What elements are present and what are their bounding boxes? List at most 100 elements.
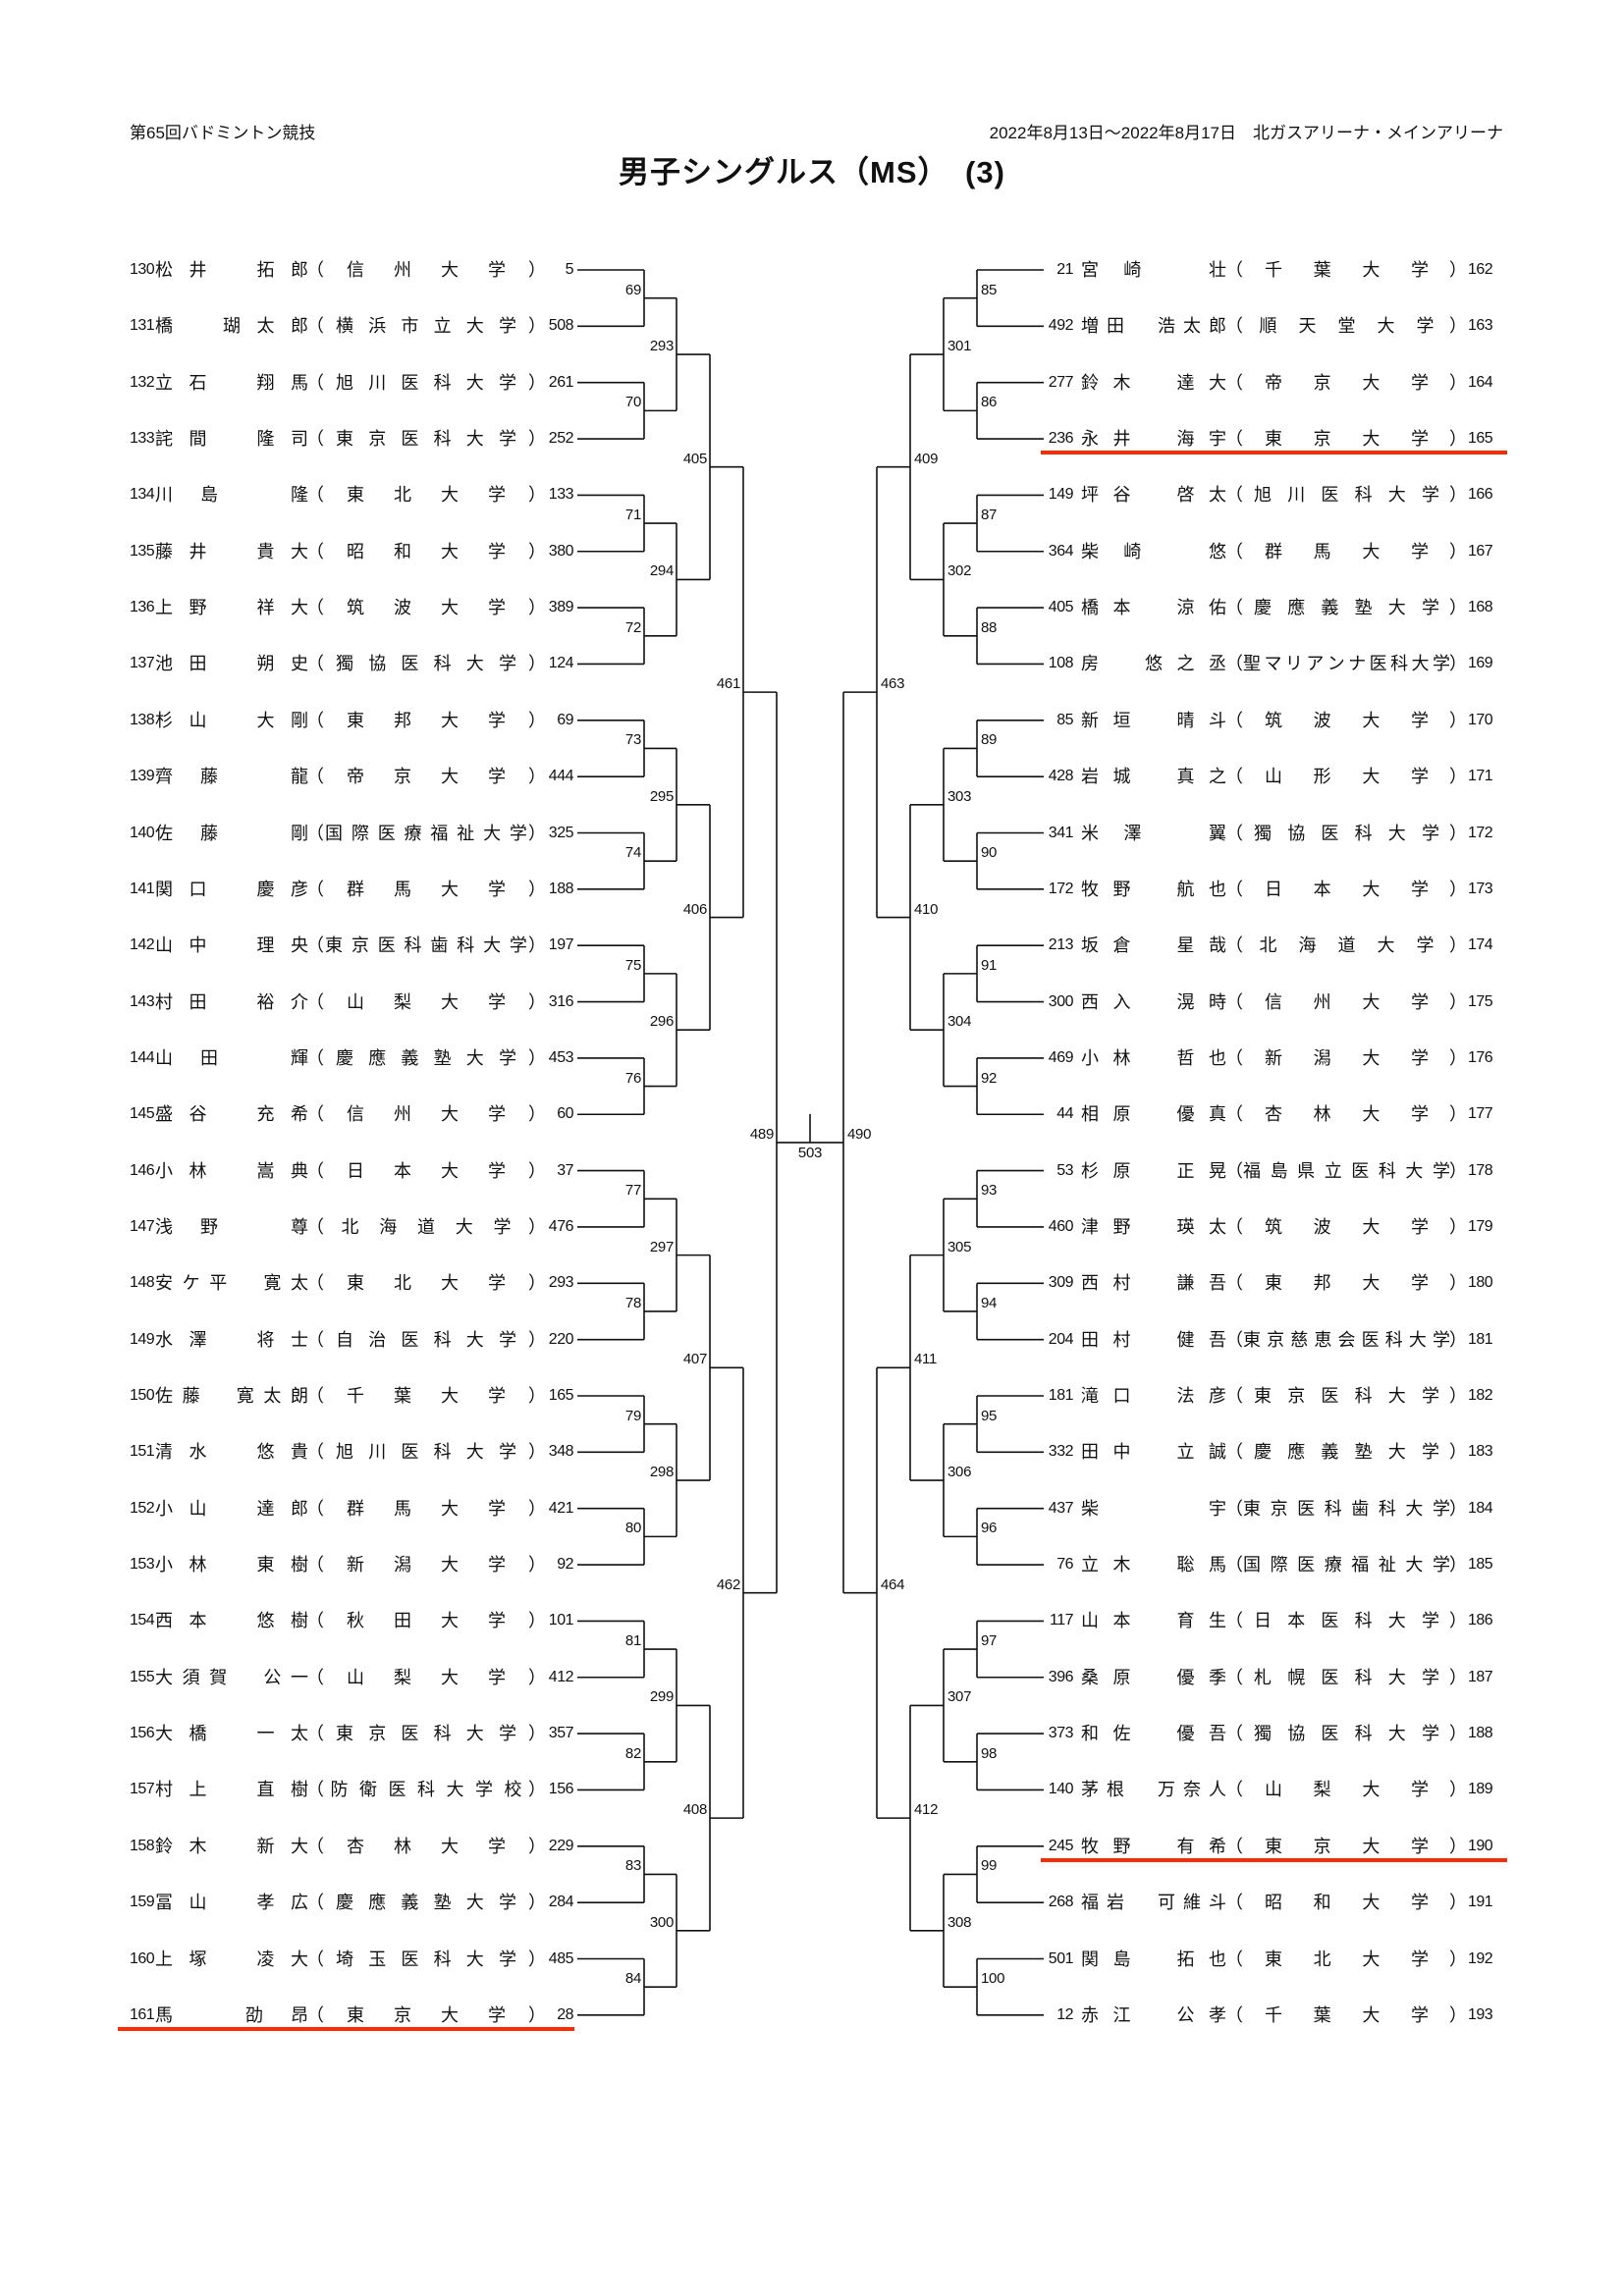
paren-open: （ [1225, 485, 1243, 506]
paren-open: （ [306, 710, 324, 730]
draw-number: 187 [1468, 1668, 1493, 1685]
player-name: 牧野 有希 [1081, 1836, 1226, 1856]
paren-close: ） [528, 372, 546, 393]
seed-number: 373 [1048, 1725, 1074, 1742]
match-number: 302 [947, 562, 972, 580]
player-name: 川島 隆 [155, 485, 308, 506]
match-number: 82 [624, 1744, 641, 1762]
draw-number: 133 [130, 430, 155, 448]
player-name: 山中 理央 [155, 935, 308, 956]
university-name: 東京大学 [1265, 429, 1429, 450]
player-name: 小林 哲也 [1081, 1047, 1226, 1068]
paren-open: （ [1225, 1442, 1243, 1463]
paren-open: （ [1225, 1780, 1243, 1800]
player-name: 佐藤 寛太朗 [155, 1386, 308, 1406]
paren-close: ） [528, 1273, 546, 1294]
paren-open: （ [1225, 935, 1243, 956]
paren-close: ） [1449, 1104, 1467, 1125]
university-name: 北海道大学 [341, 1216, 512, 1237]
player-name: 佐藤 剛 [155, 823, 308, 843]
match-number: 88 [981, 618, 998, 636]
match-number: 76 [624, 1069, 641, 1087]
paren-close: ） [1449, 991, 1467, 1012]
paren-open: （ [1225, 823, 1243, 843]
university-name: 旭川医科大学 [336, 1442, 516, 1463]
paren-open: （ [1225, 654, 1243, 674]
draw-number: 153 [130, 1556, 155, 1574]
draw-number: 174 [1468, 936, 1493, 954]
player-name: 福岩 可維斗 [1081, 1893, 1226, 1913]
university-name: 慶應義塾大学 [1254, 1442, 1439, 1463]
university-name: 山形大学 [1265, 767, 1429, 787]
paren-open: （ [1225, 1104, 1243, 1125]
draw-number: 182 [1468, 1387, 1493, 1404]
university-name: 東京医科歯科大学 [325, 935, 527, 956]
paren-open: （ [306, 485, 324, 506]
draw-number: 135 [130, 542, 155, 560]
match-number: 85 [981, 281, 998, 298]
paren-open: （ [306, 1329, 324, 1350]
university-name: 日本医科大学 [1254, 1611, 1439, 1631]
match-number: 461 [716, 675, 740, 693]
paren-close: ） [528, 879, 546, 899]
paren-open: （ [1225, 372, 1243, 393]
highlight-underline [1041, 451, 1507, 455]
paren-close: ） [528, 1386, 546, 1406]
seed-number: 309 [1048, 1274, 1074, 1292]
paren-open: （ [306, 767, 324, 787]
match-number: 83 [624, 1857, 641, 1875]
match-number: 299 [649, 1688, 674, 1706]
match-number: 296 [649, 1013, 674, 1031]
match-number: 407 [682, 1351, 707, 1368]
player-name: 大橋 一太 [155, 1724, 308, 1744]
draw-number: 140 [130, 824, 155, 841]
player-name: 村上 直樹 [155, 1780, 308, 1800]
draw-number: 145 [130, 1105, 155, 1123]
paren-close: ） [528, 1104, 546, 1125]
paren-close: ） [1449, 1216, 1467, 1237]
paren-open: （ [306, 541, 324, 561]
paren-open: （ [1225, 2004, 1243, 2025]
seed-number: 252 [548, 430, 574, 448]
match-number: 72 [624, 618, 641, 636]
player-name: 米澤 翼 [1081, 823, 1226, 843]
university-name: 東邦大学 [347, 710, 506, 730]
university-name: 聖マリアンナ医科大学 [1243, 654, 1450, 674]
draw-number: 191 [1468, 1894, 1493, 1911]
player-name: 橋 瑚太郎 [155, 316, 308, 337]
draw-number: 161 [130, 2005, 155, 2023]
university-name: 北海道大学 [1259, 935, 1435, 956]
seed-number: 21 [1056, 261, 1073, 278]
paren-open: （ [306, 1893, 324, 1913]
match-number: 462 [716, 1575, 740, 1593]
paren-open: （ [1225, 429, 1243, 450]
seed-number: 492 [1048, 317, 1074, 335]
university-name: 東京医科歯科大学 [1243, 1498, 1450, 1519]
paren-open: （ [1225, 1949, 1243, 1969]
match-number: 93 [981, 1182, 998, 1200]
university-name: 東京医科大学 [336, 1724, 516, 1744]
player-name: 坪谷 啓太 [1081, 485, 1226, 506]
university-name: 千葉大学 [347, 1386, 506, 1406]
paren-close: ） [528, 710, 546, 730]
player-name: 山本 育生 [1081, 1611, 1226, 1631]
match-number: 298 [649, 1464, 674, 1481]
seed-number: 5 [565, 261, 574, 278]
paren-close: ） [1449, 1386, 1467, 1406]
match-number: 295 [649, 787, 674, 805]
seed-number: 197 [548, 936, 574, 954]
match-number: 78 [624, 1294, 641, 1311]
match-number: 89 [981, 731, 998, 749]
paren-close: ） [1449, 1949, 1467, 1969]
paren-close: ） [528, 316, 546, 337]
